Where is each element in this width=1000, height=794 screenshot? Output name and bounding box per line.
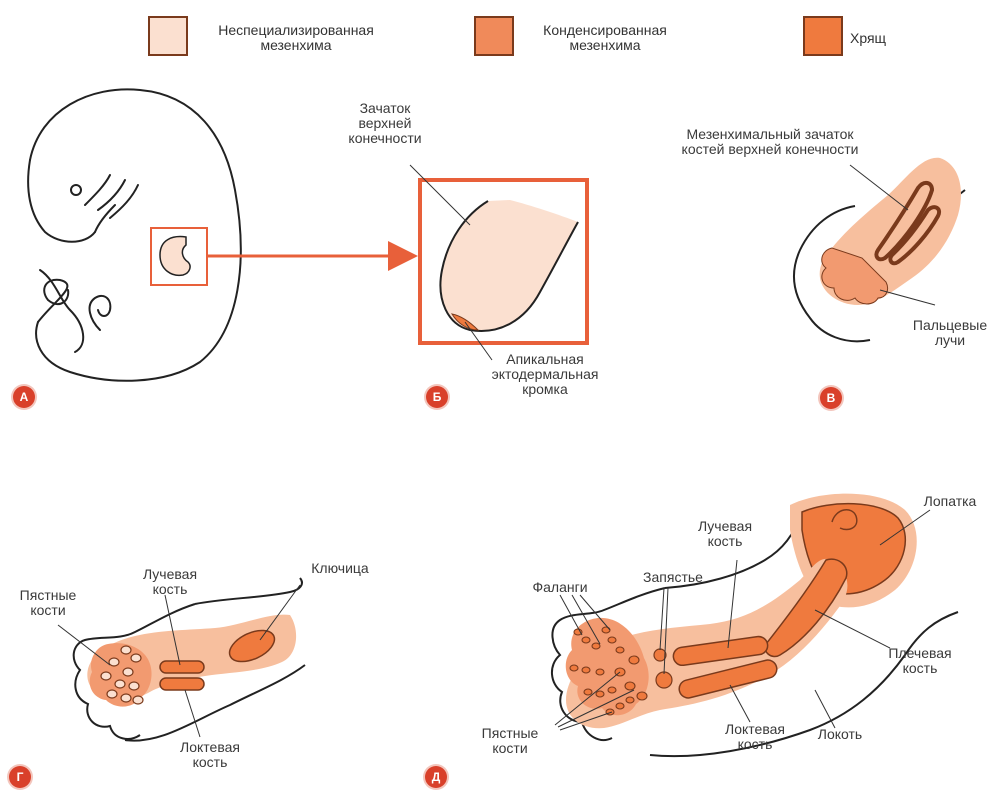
panel-badge-g: Г bbox=[9, 766, 31, 788]
label-d-carpus: Запястье bbox=[628, 570, 718, 585]
panel-d-ulna-leader bbox=[730, 685, 750, 722]
lower-limb-bud-outline bbox=[90, 296, 111, 330]
label-digital-rays: Пальцевые лучи bbox=[900, 318, 1000, 348]
panel-g-drawing bbox=[58, 578, 305, 741]
label-d-scapula: Лопатка bbox=[905, 494, 995, 509]
label-d-metacarpals: Пястные кости bbox=[465, 726, 555, 756]
label-g-metacarpals: Пястные кости bbox=[8, 588, 88, 618]
label-g-radius: Лучевая кость bbox=[125, 567, 215, 597]
label-d-ulna: Локтевая кость bbox=[705, 722, 805, 752]
embryo-outline bbox=[30, 89, 241, 380]
label-g-clavicle: Ключица bbox=[295, 561, 385, 576]
panel-g-ulna bbox=[160, 678, 204, 690]
label-d-elbow: Локоть bbox=[800, 727, 880, 742]
label-g-ulna: Локтевая кость bbox=[160, 740, 260, 770]
panel-d-elbow-leader bbox=[815, 690, 835, 728]
panel-badge-a: А bbox=[13, 386, 35, 408]
label-d-radius: Лучевая кость bbox=[675, 519, 775, 549]
panel-a-embryo bbox=[28, 89, 241, 380]
label-upper-limb-bud: Зачаток верхней конечности bbox=[325, 101, 445, 146]
label-mesenchymal-bone-anlage: Мезенхимальный зачаток костей верхней ко… bbox=[650, 127, 890, 157]
embryo-head bbox=[28, 160, 95, 242]
pharyngeal-arches bbox=[85, 175, 138, 232]
label-apical-ectodermal-ridge: Апикальная эктодермальная кромка bbox=[475, 352, 615, 397]
embryo-eye bbox=[71, 185, 81, 195]
panel-g-ulna-leader bbox=[185, 690, 200, 737]
panel-d-humerus-leader bbox=[815, 610, 890, 648]
panel-v-rays-leader bbox=[880, 290, 935, 305]
label-d-humerus: Плечевая кость bbox=[870, 646, 970, 676]
panel-g-radius bbox=[160, 661, 204, 673]
label-d-phalanges: Фаланги bbox=[520, 580, 600, 595]
panel-a-upper-limb-bud bbox=[160, 237, 190, 276]
panel-badge-v: В bbox=[820, 387, 842, 409]
panel-badge-d: Д bbox=[425, 766, 447, 788]
panel-v-drawing bbox=[794, 158, 965, 342]
panel-g-meta-leader bbox=[58, 625, 110, 665]
panel-badge-b: Б bbox=[426, 386, 448, 408]
